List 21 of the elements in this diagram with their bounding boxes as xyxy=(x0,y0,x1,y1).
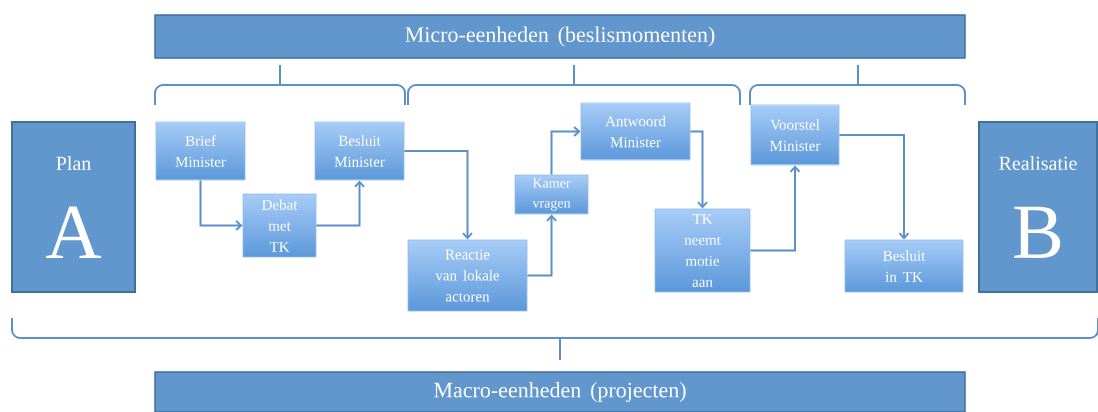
process-box: Reactie van lokale actoren xyxy=(407,239,528,312)
process-box: Debat met TK xyxy=(242,193,317,258)
arrow xyxy=(315,180,365,227)
process-box: Brief Minister xyxy=(155,121,246,181)
arrow xyxy=(838,134,910,240)
arrow xyxy=(199,179,243,231)
arrow xyxy=(403,150,473,240)
header-band: Macro-eenheden (projecten) xyxy=(154,371,966,412)
header-band: Micro-eenheden (beslismomenten) xyxy=(154,14,966,59)
milestone-box: Realisatie B xyxy=(978,121,1098,293)
arrow xyxy=(749,165,801,252)
process-box: Besluit Minister xyxy=(314,121,405,181)
arrow xyxy=(550,126,581,176)
arrow xyxy=(689,130,708,209)
process-box: Besluit in TK xyxy=(844,239,964,293)
milestone-box: Plan A xyxy=(11,121,136,293)
process-box: Kamer vragen xyxy=(514,174,589,215)
arrow xyxy=(526,214,557,277)
process-box: TK neemt motie aan xyxy=(654,208,751,293)
process-box: Voorstel Minister xyxy=(750,104,840,166)
process-box: Antwoord Minister xyxy=(580,102,691,161)
